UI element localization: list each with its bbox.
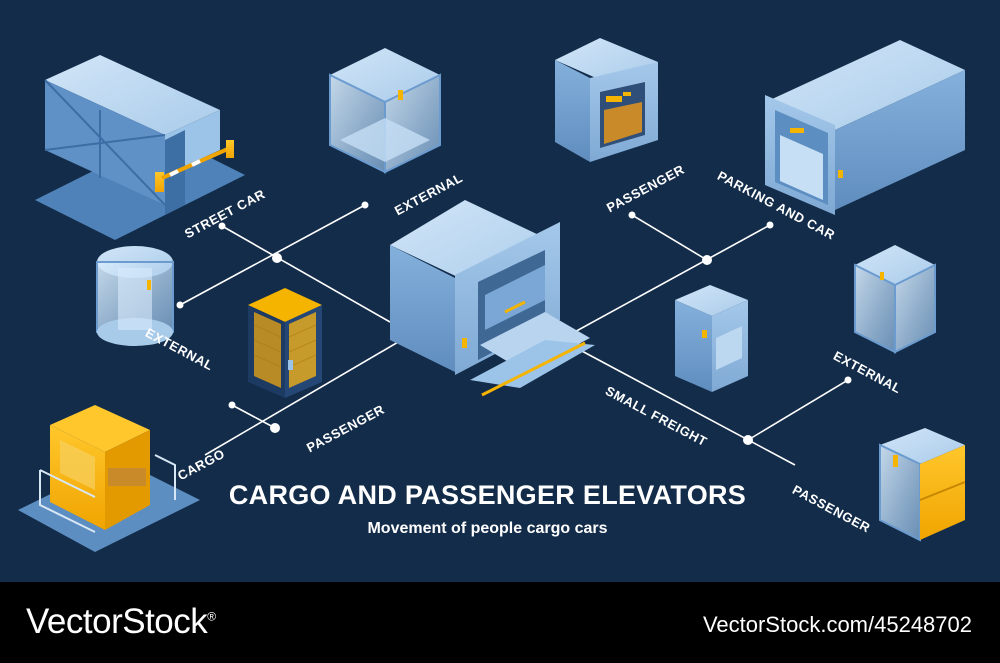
street-car-elevator-icon xyxy=(35,55,245,240)
connector-dots xyxy=(176,201,852,445)
connector-dot xyxy=(176,301,184,309)
connector-line xyxy=(631,214,708,261)
diagram-subtitle: Movement of people cargo cars xyxy=(0,520,1000,538)
passenger-elevator-icon xyxy=(555,38,658,162)
connector-node xyxy=(702,255,712,265)
diagram-scene xyxy=(18,38,966,552)
connector-dot xyxy=(628,211,636,219)
connector-line xyxy=(179,204,366,306)
connector-dot xyxy=(228,401,236,409)
connector-node xyxy=(272,253,282,263)
connector-line xyxy=(231,404,276,429)
connector-line xyxy=(747,379,849,441)
brand-name: VectorStock xyxy=(26,602,208,641)
connector-dot xyxy=(766,221,774,229)
watermark-footer: VectorStock® VectorStock.com/45248702 xyxy=(0,582,1000,663)
external-round-elevator-icon xyxy=(96,246,174,346)
registered-mark: ® xyxy=(207,609,216,624)
brand-logo: VectorStock® xyxy=(26,602,216,642)
diagram-subtitle-text: Movement of people cargo cars xyxy=(367,520,608,537)
diagram-title-text: CARGO AND PASSENGER ELEVATORS xyxy=(228,480,747,510)
connector-dot xyxy=(844,376,852,384)
external-elevator-icon xyxy=(329,48,441,174)
external-elevator-right-icon xyxy=(854,245,936,354)
connector-line xyxy=(559,224,771,341)
connector-node xyxy=(743,435,753,445)
connector-line xyxy=(221,225,391,323)
diagram-title: CARGO AND PASSENGER ELEVATORS xyxy=(0,480,1000,511)
connector-dot xyxy=(218,222,226,230)
image-id: VectorStock.com/45248702 xyxy=(702,612,972,637)
connector-dot xyxy=(361,201,369,209)
diagram-canvas: STREET CAR EXTERNAL PASSENGER PARKING AN… xyxy=(0,0,1000,582)
passenger-elevator-right-icon xyxy=(879,428,966,542)
parking-and-car-elevator-icon xyxy=(765,40,965,215)
connector-node xyxy=(270,423,280,433)
central-freight-elevator-icon xyxy=(390,200,595,397)
small-freight-elevator-icon xyxy=(675,285,748,392)
connector-line xyxy=(579,349,796,466)
cargo-cage-elevator-icon xyxy=(248,288,322,398)
cargo-yellow-elevator-icon xyxy=(18,405,200,552)
